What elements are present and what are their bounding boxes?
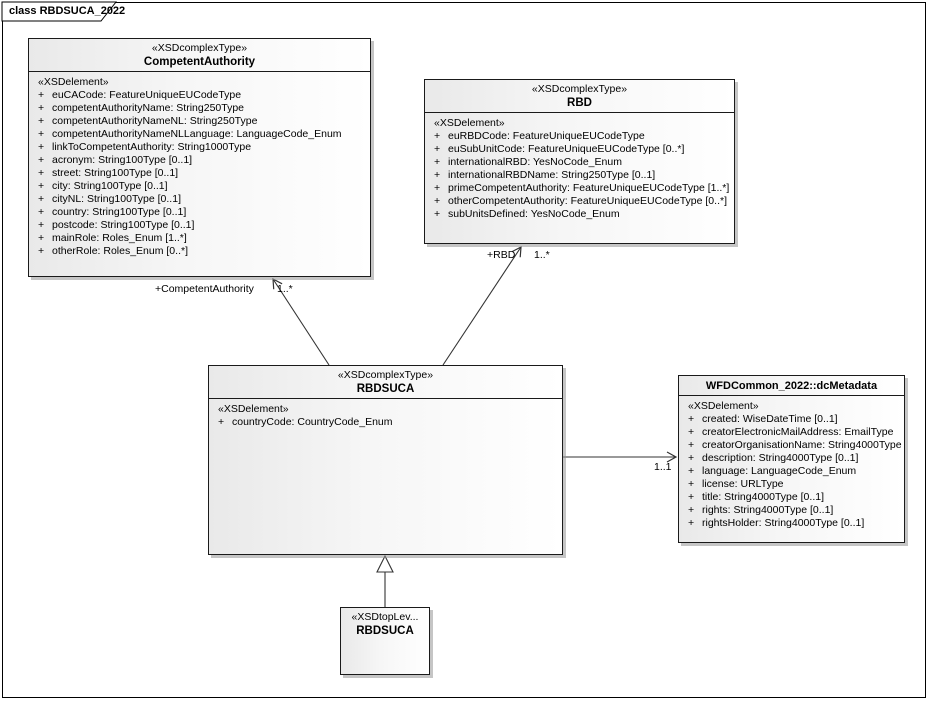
attribute-row: +otherCompetentAuthority: FeatureUniqueE… [434,195,727,207]
class-header: «XSDcomplexType» RBD [425,80,734,112]
attribute-row: +license: URLType [688,478,784,490]
association-multiplicity-label: 1..1 [654,461,672,473]
class-header: «XSDtopLev... RBDSUCA [341,608,429,640]
class-stereotype: «XSDcomplexType» [151,42,248,54]
attribute-row: +internationalRBD: YesNoCode_Enum [434,156,622,168]
class-header: «XSDcomplexType» RBDSUCA [209,366,562,398]
element-stereotype: «XSDelement» [38,76,109,88]
class-name: CompetentAuthority [143,56,256,68]
attribute-compartment: «XSDelement» +euRBDCode: FeatureUniqueEU… [425,112,734,223]
class-stereotype: «XSDtopLev... [351,611,419,623]
class-rbdsuca-toplevel[interactable]: «XSDtopLev... RBDSUCA [340,607,430,675]
attribute-row: +created: WiseDateTime [0..1] [688,413,838,425]
attribute-row: +countryCode: CountryCode_Enum [218,416,393,428]
class-dcmetadata[interactable]: WFDCommon_2022::dcMetadata «XSDelement» … [678,375,905,543]
attribute-row: +postcode: String100Type [0..1] [38,219,195,231]
association-multiplicity-label: 1..* [534,249,550,261]
attribute-row: +description: String4000Type [0..1] [688,452,859,464]
association-role-label: +CompetentAuthority [155,283,254,295]
attribute-list: +euCACode: FeatureUniqueEUCodeType+compe… [31,89,368,258]
attribute-compartment: «XSDelement» +created: WiseDateTime [0..… [679,395,904,532]
element-stereotype: «XSDelement» [434,117,505,129]
attribute-row: +euCACode: FeatureUniqueEUCodeType [38,89,242,101]
attribute-list: +created: WiseDateTime [0..1]+creatorEle… [681,413,902,530]
class-competentauthority[interactable]: «XSDcomplexType» CompetentAuthority «XSD… [28,38,371,277]
class-name: RBD [567,97,592,109]
attribute-row: +internationalRBDName: String250Type [0.… [434,169,656,181]
class-rbd[interactable]: «XSDcomplexType» RBD «XSDelement» +euRBD… [424,79,735,244]
attribute-row: +competentAuthorityNameNL: String250Type [38,115,258,127]
attribute-list: +euRBDCode: FeatureUniqueEUCodeType+euSu… [427,130,732,221]
attribute-row: +rights: String4000Type [0..1] [688,504,834,516]
class-stereotype: «XSDcomplexType» [531,83,628,95]
attribute-row: +subUnitsDefined: YesNoCode_Enum [434,208,620,220]
class-name: RBDSUCA [356,383,415,395]
generalization-triangle-icon [376,554,394,573]
attribute-compartment: «XSDelement» +countryCode: CountryCode_E… [209,398,562,548]
attribute-row: +street: String100Type [0..1] [38,167,179,179]
attribute-compartment: «XSDelement» +euCACode: FeatureUniqueEUC… [29,71,370,260]
class-header: WFDCommon_2022::dcMetadata [679,376,904,395]
class-name: WFDCommon_2022::dcMetadata [705,380,878,392]
class-rbdsuca[interactable]: «XSDcomplexType» RBDSUCA «XSDelement» +c… [208,365,563,555]
attribute-row: +title: String4000Type [0..1] [688,491,824,503]
attribute-row: +acronym: String100Type [0..1] [38,154,193,166]
attribute-row: +otherRole: Roles_Enum [0..*] [38,245,188,257]
attribute-row: +euSubUnitCode: FeatureUniqueEUCodeType … [434,143,685,155]
attribute-row: +competentAuthorityNameNLLanguage: Langu… [38,128,342,140]
attribute-row: +rightsHolder: String4000Type [0..1] [688,517,865,529]
attribute-row: +competentAuthorityName: String250Type [38,102,245,114]
attribute-row: +mainRole: Roles_Enum [1..*] [38,232,187,244]
diagram-title: class RBDSUCA_2022 [9,5,126,17]
element-stereotype: «XSDelement» [688,400,759,412]
attribute-row: +euRBDCode: FeatureUniqueEUCodeType [434,130,645,142]
attribute-list: +countryCode: CountryCode_Enum [211,416,560,429]
attribute-row: +creatorOrganisationName: String4000Type [688,439,902,451]
class-name: RBDSUCA [356,625,414,637]
diagram-title-tab [1,1,118,22]
association-rbd-line[interactable] [442,245,522,366]
attribute-row: +cityNL: String100Type [0..1] [38,193,181,205]
attribute-row: +country: String100Type [0..1] [38,206,187,218]
attribute-row: +primeCompetentAuthority: FeatureUniqueE… [434,182,730,194]
association-multiplicity-label: 1..* [277,283,293,295]
attribute-row: +language: LanguageCode_Enum [688,465,857,477]
attribute-row: +creatorElectronicMailAddress: EmailType [688,426,894,438]
association-role-label: +RBD [487,249,516,261]
attribute-row: +city: String100Type [0..1] [38,180,168,192]
association-competentauthority-line[interactable] [272,277,330,366]
class-header: «XSDcomplexType» CompetentAuthority [29,39,370,71]
attribute-row: +linkToCompetentAuthority: String1000Typ… [38,141,252,153]
element-stereotype: «XSDelement» [218,403,289,415]
class-stereotype: «XSDcomplexType» [337,369,434,381]
